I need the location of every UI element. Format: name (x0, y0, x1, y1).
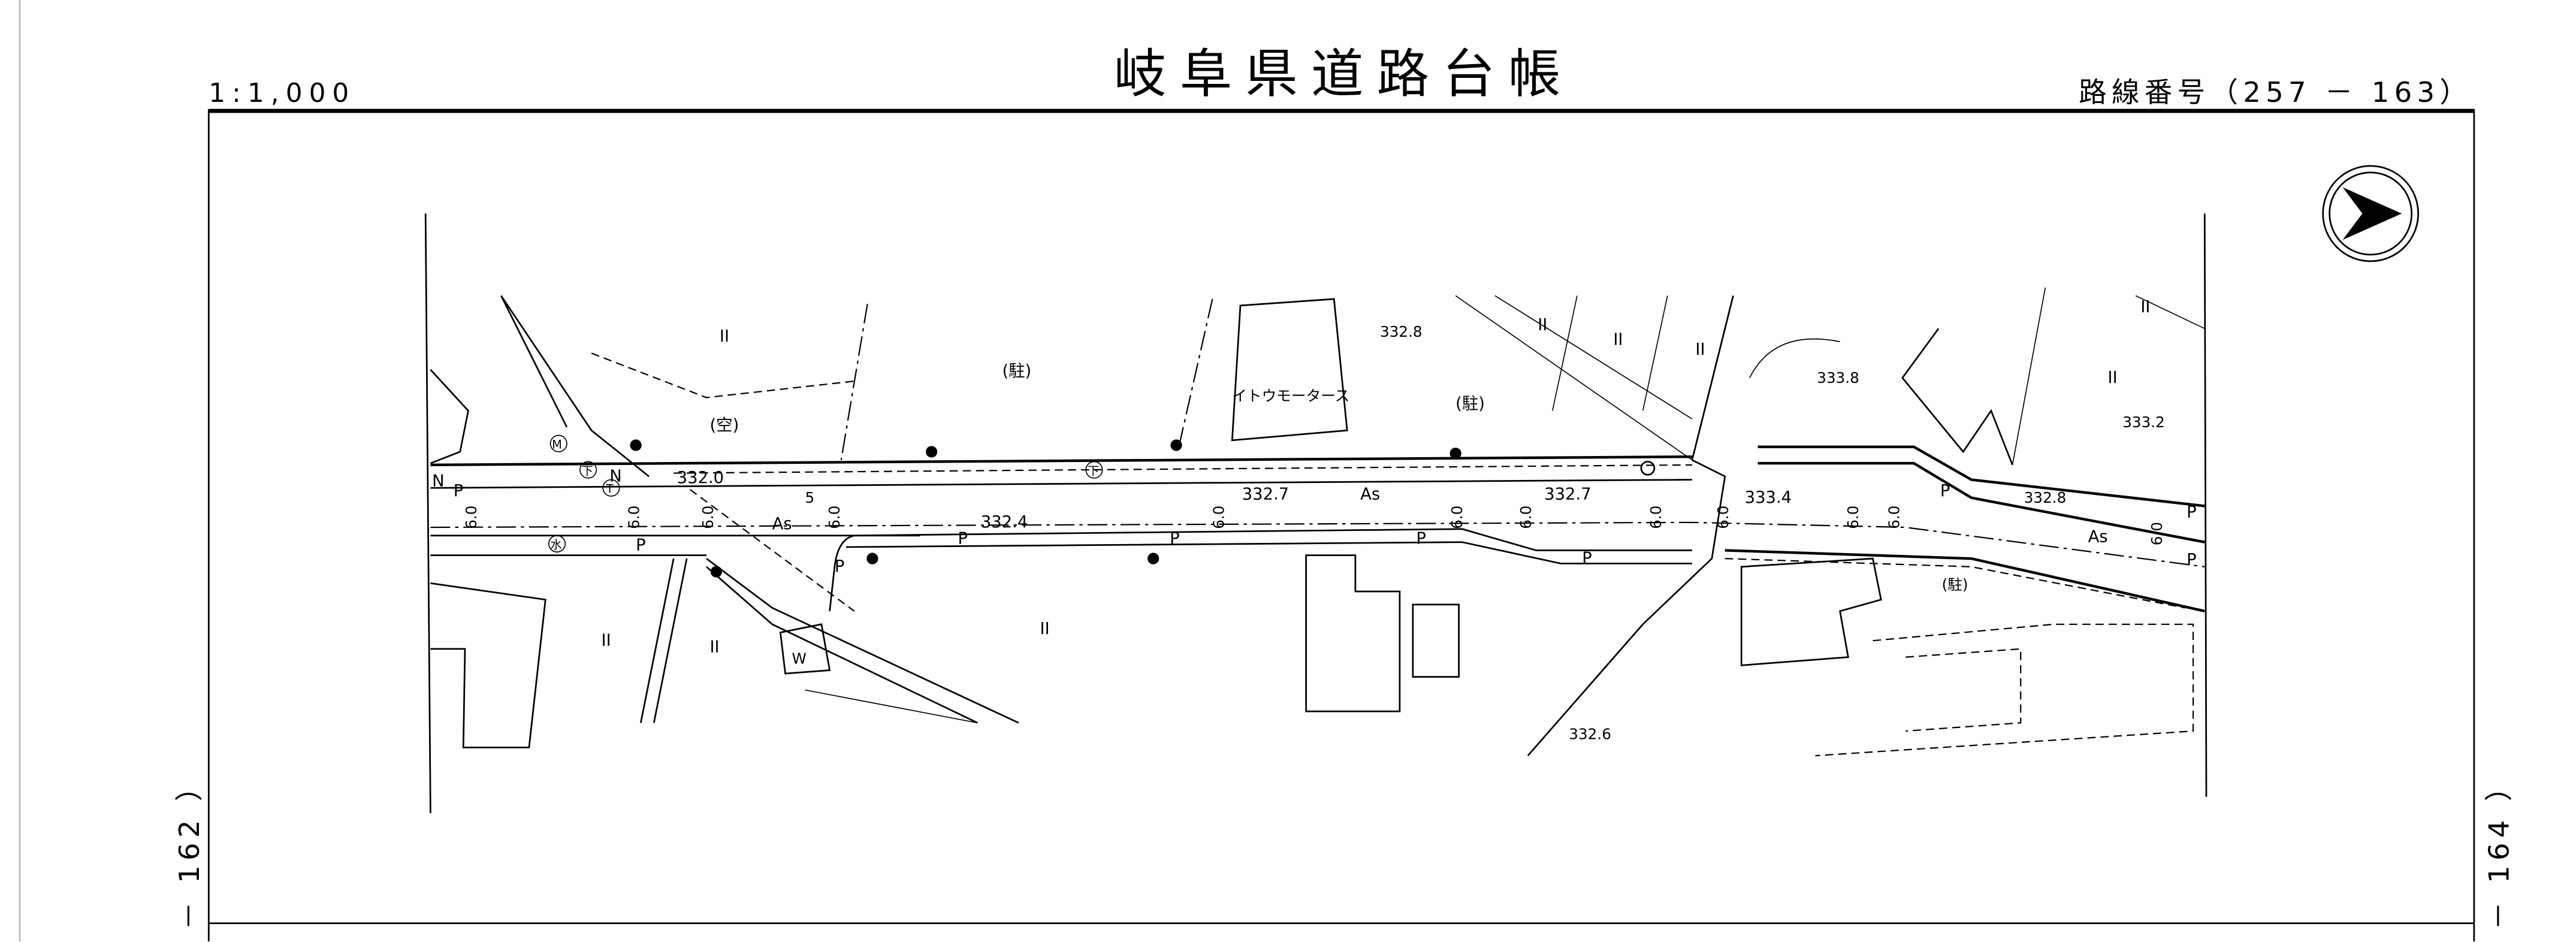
width-label: 6.0 (463, 506, 480, 529)
parking-mark: P (1170, 529, 1180, 548)
parking-mark: P (454, 482, 464, 500)
width-label: 6.0 (626, 506, 643, 529)
sewer-mark: 下 (1088, 464, 1099, 478)
north-arrow-icon (2322, 165, 2420, 262)
width-label: 6.0 (699, 506, 717, 529)
land-use-field: II (720, 327, 729, 346)
map-frame (207, 109, 2475, 941)
parking-mark: P (2187, 551, 2197, 569)
width-label: 6.0 (1885, 506, 1902, 529)
adjacent-sheet-right[interactable]: － 164 ） (2483, 768, 2515, 929)
elevation-label: 333.2 (2122, 413, 2165, 431)
sheet-title: 岐阜県道路台帳 (1114, 44, 1574, 105)
land-use-field: II (602, 631, 611, 650)
building-name: イトウモータース (1232, 387, 1349, 404)
pavement-label: As (772, 515, 792, 533)
elevation-label: 332.4 (981, 513, 1028, 532)
elevation-label: 332.6 (1569, 726, 1611, 743)
width-label: 6.0 (2148, 522, 2166, 545)
elevation-label: 332.7 (1544, 485, 1591, 503)
land-use-field: II (1040, 620, 1050, 638)
pavement-label: As (2088, 528, 2108, 547)
land-use-vacant: (空) (709, 416, 739, 434)
parking-mark: P (835, 557, 845, 576)
land-use-field: II (1538, 316, 1547, 334)
land-use-field: II (1695, 340, 1705, 359)
parking-mark: P (958, 529, 968, 548)
land-use-field: II (2108, 369, 2118, 387)
n-mark: N (432, 472, 445, 490)
symbol-circles (548, 434, 1103, 552)
sewer-mark: 下 (582, 464, 593, 478)
land-use-field: II (1613, 331, 1623, 349)
elevation-label: 332.7 (1242, 485, 1289, 503)
land-use-parking: (駐) (1942, 576, 1968, 593)
width-label: 6.0 (1647, 506, 1665, 529)
w-mark: W (792, 650, 807, 668)
pavement-label: As (1360, 485, 1380, 503)
elevation-label: 332.8 (1380, 323, 1423, 340)
land-use-parking: (駐) (1002, 362, 1031, 381)
n-mark: N (609, 467, 622, 485)
parking-mark: P (1416, 529, 1426, 548)
parking-mark: P (1940, 482, 1950, 500)
parking-mark: P (636, 536, 646, 554)
adjacent-sheet-left[interactable]: － 162 ） (173, 768, 206, 929)
parking-mark: P (2187, 503, 2197, 522)
parking-mark: P (1582, 549, 1592, 567)
width-label: 6.0 (1210, 506, 1228, 529)
land-use-field: II (709, 638, 719, 656)
map-drawing (424, 213, 2207, 814)
map-labels: 332.0 332.7 332.7 332.4 333.4 332.8 332.… (432, 298, 2196, 743)
land-use-parking: (駐) (1455, 395, 1485, 413)
t-mark: T (606, 482, 614, 496)
width-label: 6.0 (1448, 506, 1466, 529)
width-label: 6.0 (826, 506, 843, 529)
width-label: 6.0 (1714, 506, 1732, 529)
elevation-label: 333.4 (1745, 488, 1792, 507)
elevation-label: 332.0 (677, 469, 724, 487)
land-use-field: II (2140, 298, 2150, 316)
width-label: 6.0 (1517, 506, 1535, 529)
elevation-label: 333.8 (1817, 369, 1859, 387)
width-label: 6.0 (1844, 506, 1862, 529)
width-label: 5 (805, 489, 814, 506)
m-mark: M (552, 437, 562, 451)
scale-label: 1:1,000 (209, 78, 355, 108)
elevation-label: 332.8 (2024, 489, 2067, 506)
route-number: 路線番号（257 － 163） (2079, 76, 2472, 108)
water-mark: 水 (551, 538, 562, 552)
